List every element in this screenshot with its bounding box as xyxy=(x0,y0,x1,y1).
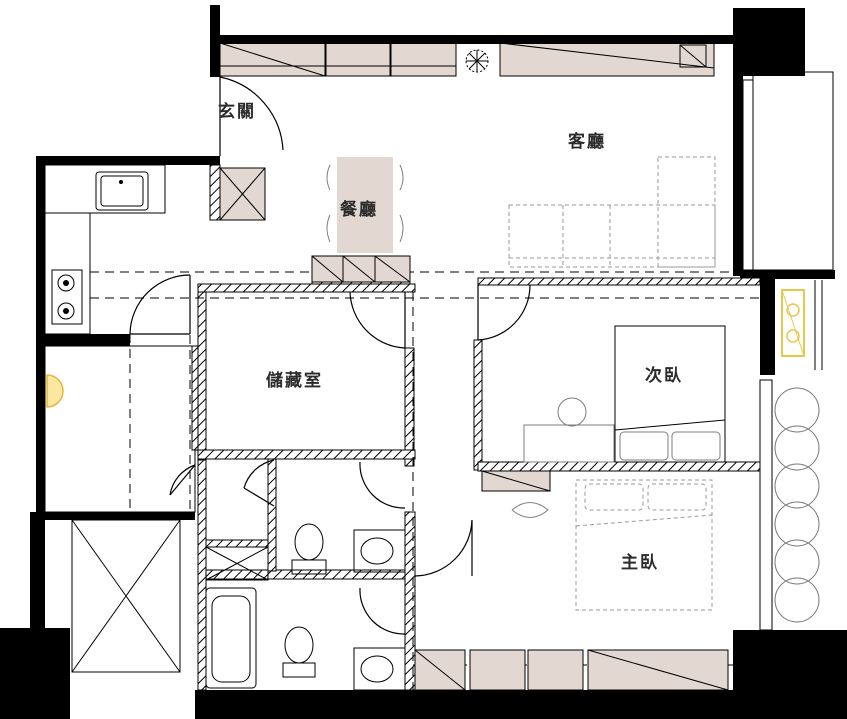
second-bedroom-furniture xyxy=(523,325,726,463)
room-label-entrance: 玄關 xyxy=(218,101,256,122)
living-window xyxy=(742,71,834,271)
closet-small xyxy=(481,470,551,492)
plant-icon xyxy=(465,49,489,73)
master-window xyxy=(759,379,820,631)
wall-light-icon xyxy=(46,374,64,408)
storage-door xyxy=(349,291,406,349)
entrance-door xyxy=(219,76,284,156)
dining-table xyxy=(311,157,411,283)
room-label-master-bedroom: 主臥 xyxy=(621,552,659,573)
ac-unit-icon xyxy=(781,289,805,357)
master-door xyxy=(414,519,473,577)
bathroom-upper xyxy=(205,459,406,581)
walls xyxy=(0,5,847,719)
master-bed xyxy=(511,479,713,611)
beam-lines xyxy=(90,271,765,690)
room-label-storage: 儲藏室 xyxy=(266,370,323,391)
shoe-cabinet xyxy=(209,164,266,221)
sofa xyxy=(508,156,716,268)
room-label-dining: 餐廳 xyxy=(340,199,378,220)
top-cabinets xyxy=(219,42,715,77)
room-label-living: 客廳 xyxy=(567,131,606,152)
exterior-rail xyxy=(814,280,823,370)
partition-walls xyxy=(197,255,761,691)
wardrobe xyxy=(414,639,827,711)
kitchen xyxy=(44,164,191,335)
bathroom-lower xyxy=(205,587,406,691)
utility-room xyxy=(44,345,199,513)
room-label-second-bedroom: 次臥 xyxy=(645,365,683,386)
second-bedroom-door xyxy=(477,284,531,341)
shower-area xyxy=(71,519,181,673)
